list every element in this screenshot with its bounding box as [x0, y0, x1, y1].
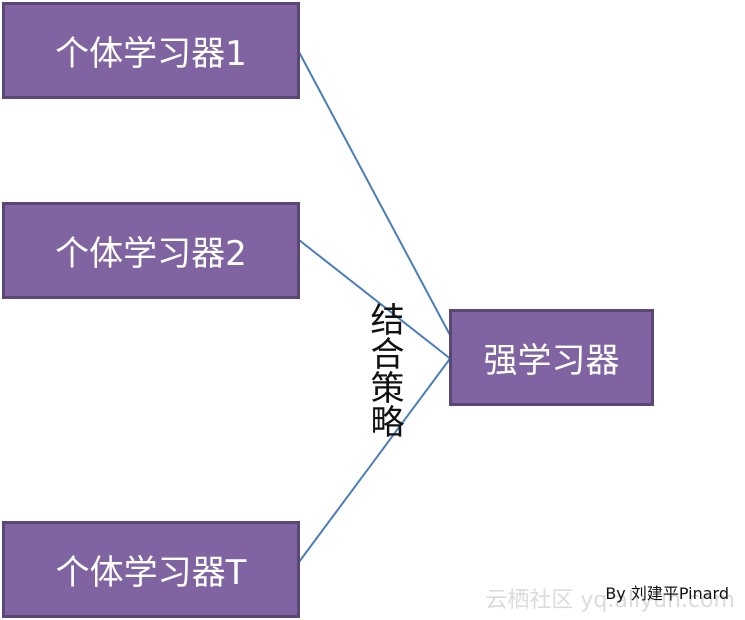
strong-learner-box: 强学习器 [449, 309, 654, 406]
connector-learner-t [298, 355, 453, 563]
connector-learner-2 [298, 239, 453, 361]
watermark: 云栖社区 yq.aliyun.com [485, 588, 735, 613]
learner-label-1: 个体学习器1 [55, 34, 247, 74]
strategy-label: 结合策略 [364, 302, 404, 438]
strong-learner-label: 强学习器 [483, 341, 620, 381]
learner-label-t: 个体学习器T [55, 553, 247, 593]
learner-label-2: 个体学习器2 [55, 234, 247, 274]
learner-box-2: 个体学习器2 [2, 202, 300, 299]
learner-box-1: 个体学习器1 [2, 2, 300, 99]
learner-box-t: 个体学习器T [2, 521, 300, 618]
author-credit: By 刘建平Pinard [605, 584, 729, 603]
connector-learner-1 [298, 51, 475, 381]
